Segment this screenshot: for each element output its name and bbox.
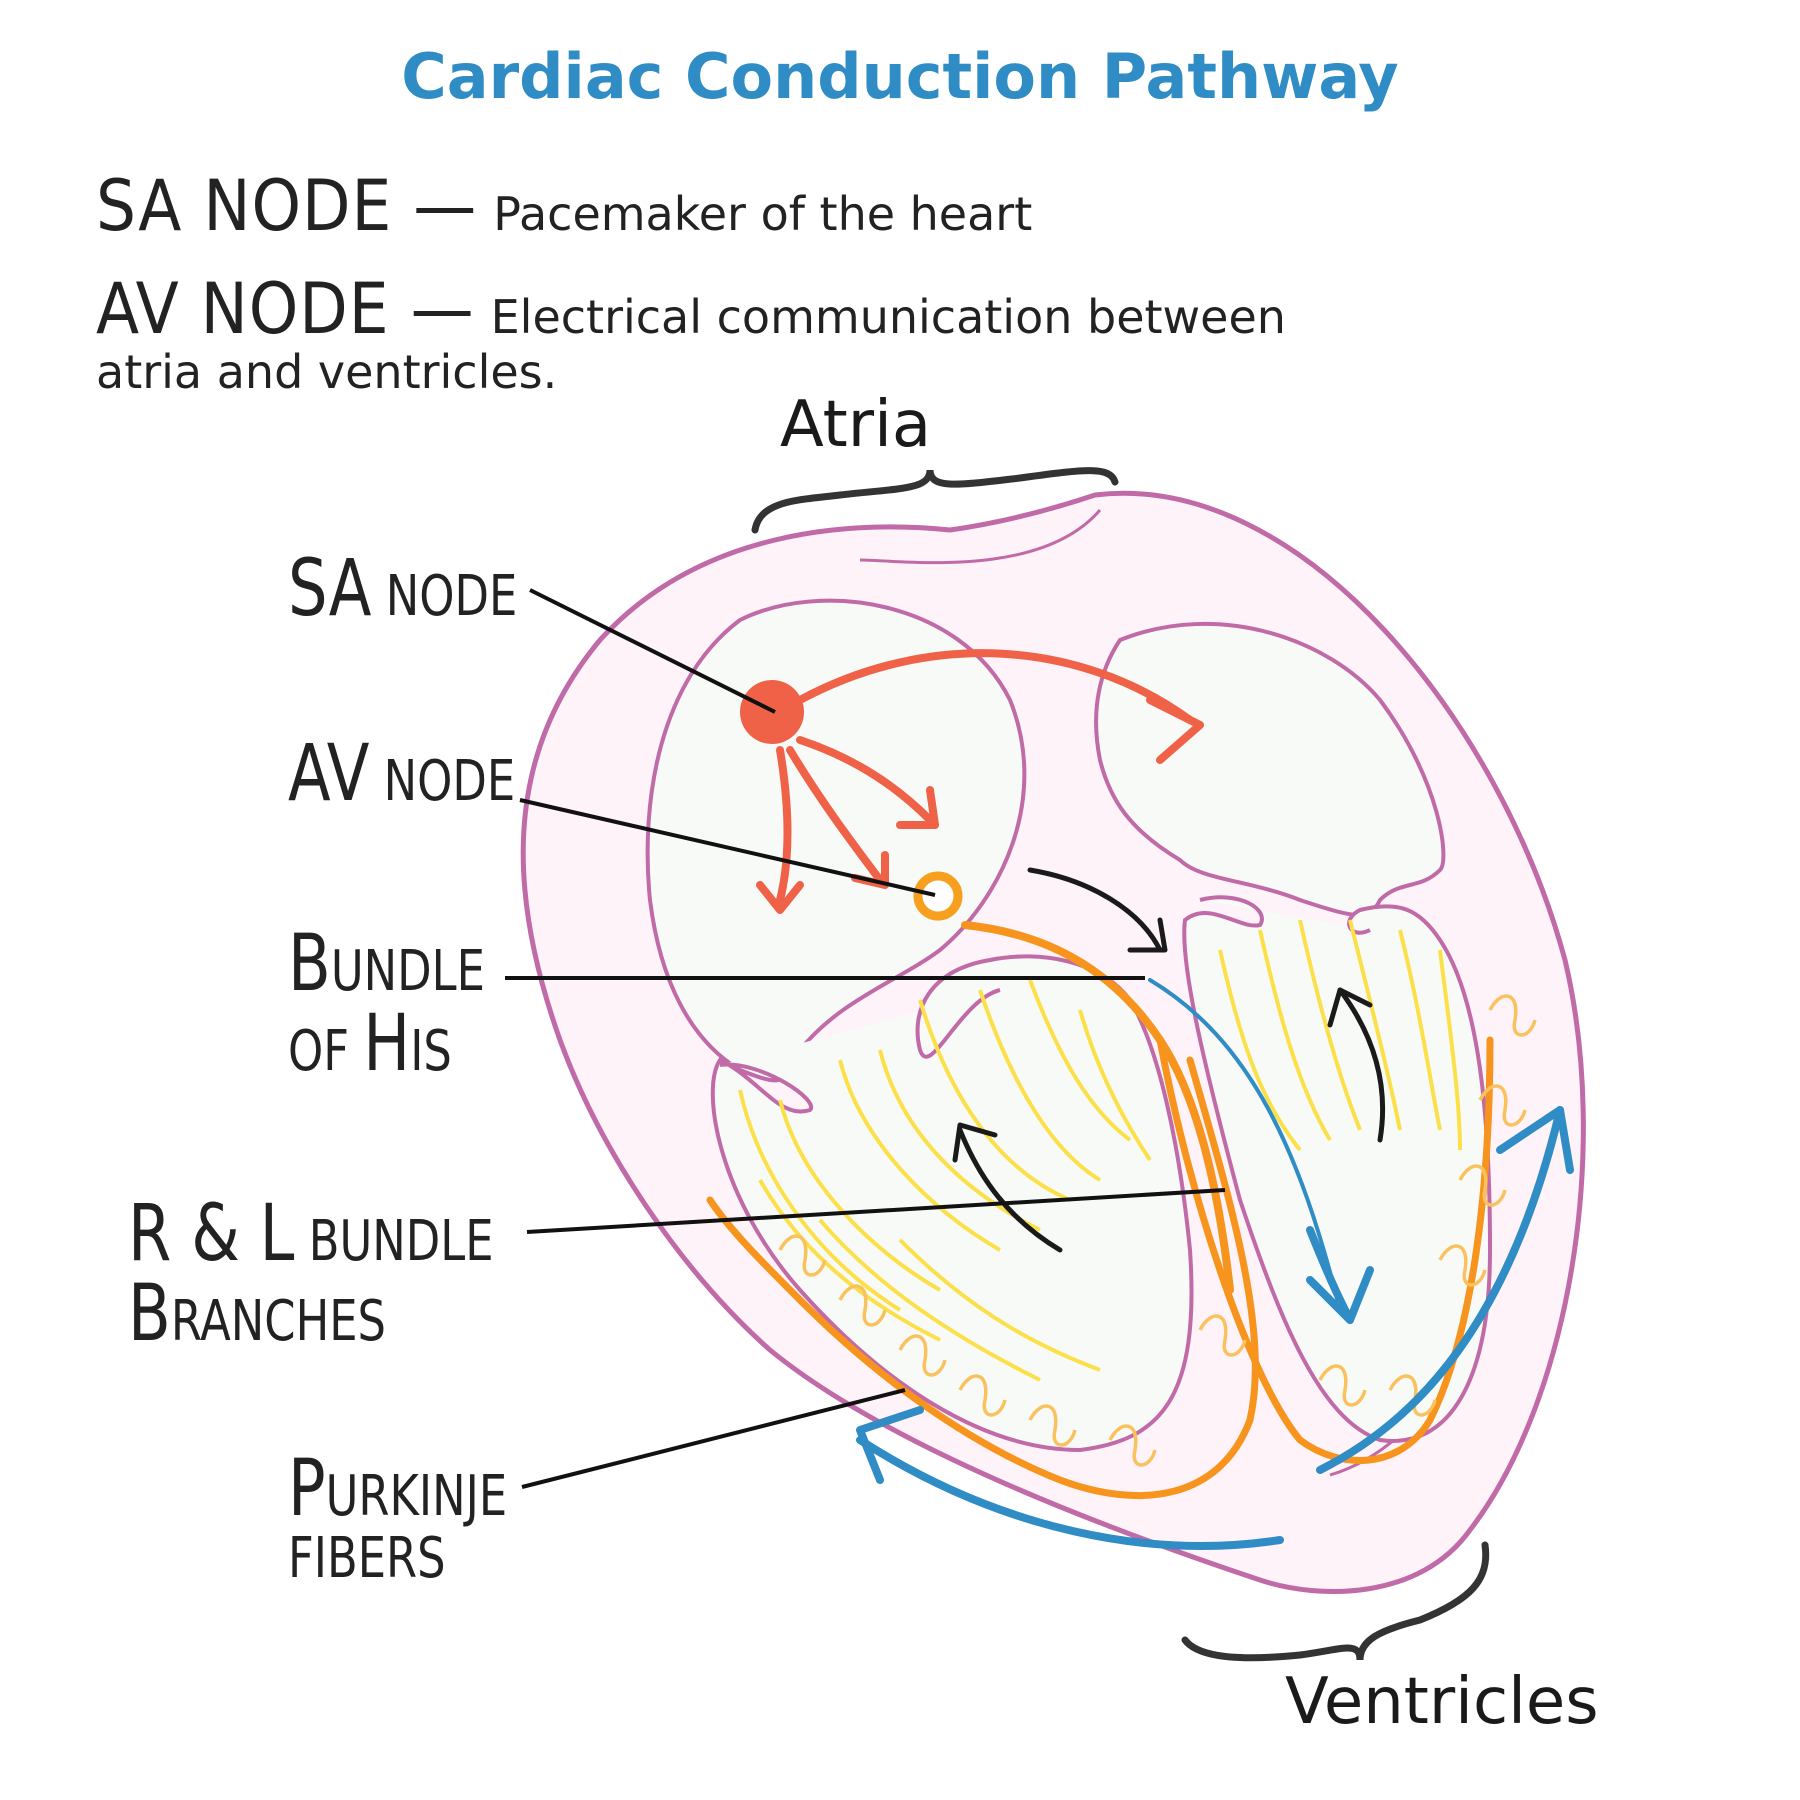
left-ventricle bbox=[1182, 895, 1493, 1443]
flow-arrows-black bbox=[952, 867, 1386, 1253]
label-av-node-rest: NODE bbox=[369, 749, 516, 814]
label-purkinje-fibers: PURKINJE FIBERS bbox=[288, 1449, 508, 1587]
label-purkinje-p: P bbox=[288, 1444, 326, 1534]
definition-av-node-continuation: atria and ventricles. bbox=[96, 345, 558, 399]
right-ventricle bbox=[710, 954, 1194, 1453]
label-bundle-branches-bundle: BUNDLE bbox=[294, 1209, 494, 1274]
sa-node-arrows bbox=[756, 649, 1204, 914]
label-bundle-his-h: H bbox=[363, 998, 411, 1089]
label-purkinje-fibers-word: FIBERS bbox=[288, 1525, 446, 1591]
definition-term: AV NODE — bbox=[96, 268, 475, 350]
label-bundle-of-his: BUNDLE OF HIS bbox=[288, 924, 485, 1084]
label-sa-node-rest: NODE bbox=[371, 564, 518, 629]
leader-purkinje bbox=[521, 1388, 906, 1489]
label-sa-node: SA NODE bbox=[288, 549, 518, 630]
label-bundle-his-tail: IS bbox=[410, 1018, 452, 1084]
leader-lines bbox=[505, 588, 1226, 1489]
definition-term: SA NODE — bbox=[96, 165, 478, 247]
label-bundle-his-initial: B bbox=[288, 919, 331, 1009]
label-purkinje-rest: URKINJE bbox=[325, 1464, 508, 1529]
definition-text: Electrical communication between bbox=[490, 290, 1286, 344]
leader-sa-node bbox=[529, 588, 776, 714]
ventricles-brace bbox=[1181, 1541, 1490, 1662]
atria-label: Atria bbox=[780, 388, 932, 462]
bundle-branches bbox=[706, 1036, 1494, 1499]
label-bundle-branches-b: B bbox=[128, 1268, 171, 1359]
atria-brace bbox=[751, 467, 1119, 534]
purkinje-fibers bbox=[778, 994, 1537, 1467]
label-av-node-big: AV bbox=[288, 729, 370, 819]
label-bundle-branches: R & L BUNDLE BRANCHES bbox=[128, 1194, 494, 1354]
label-sa-node-big: SA bbox=[288, 544, 372, 634]
label-bundle-branches-rl: R & L bbox=[128, 1189, 295, 1279]
definition-text: Pacemaker of the heart bbox=[493, 187, 1033, 241]
av-node bbox=[913, 871, 963, 921]
label-bundle-his-of: OF bbox=[288, 1018, 364, 1084]
definition-sa-node: SA NODE — Pacemaker of the heart bbox=[96, 165, 1032, 247]
page-title: Cardiac Conduction Pathway bbox=[401, 40, 1399, 113]
definition-av-node: AV NODE — Electrical communication betwee… bbox=[96, 268, 1286, 350]
ventricle-fibers-left bbox=[1218, 919, 1462, 1152]
ventricles-label: Ventricles bbox=[1285, 1665, 1599, 1739]
flow-arrows-blue bbox=[856, 978, 1574, 1550]
label-av-node: AV NODE bbox=[288, 734, 516, 815]
leader-bundle-branches bbox=[526, 1188, 1226, 1234]
heart-inner-line bbox=[859, 509, 1102, 565]
ventricle-fibers-right bbox=[738, 979, 1152, 1382]
label-bundle-branches-rest: RANCHES bbox=[170, 1288, 386, 1354]
leader-av-node bbox=[519, 798, 936, 897]
label-bundle-his-rest: UNDLE bbox=[330, 939, 485, 1004]
